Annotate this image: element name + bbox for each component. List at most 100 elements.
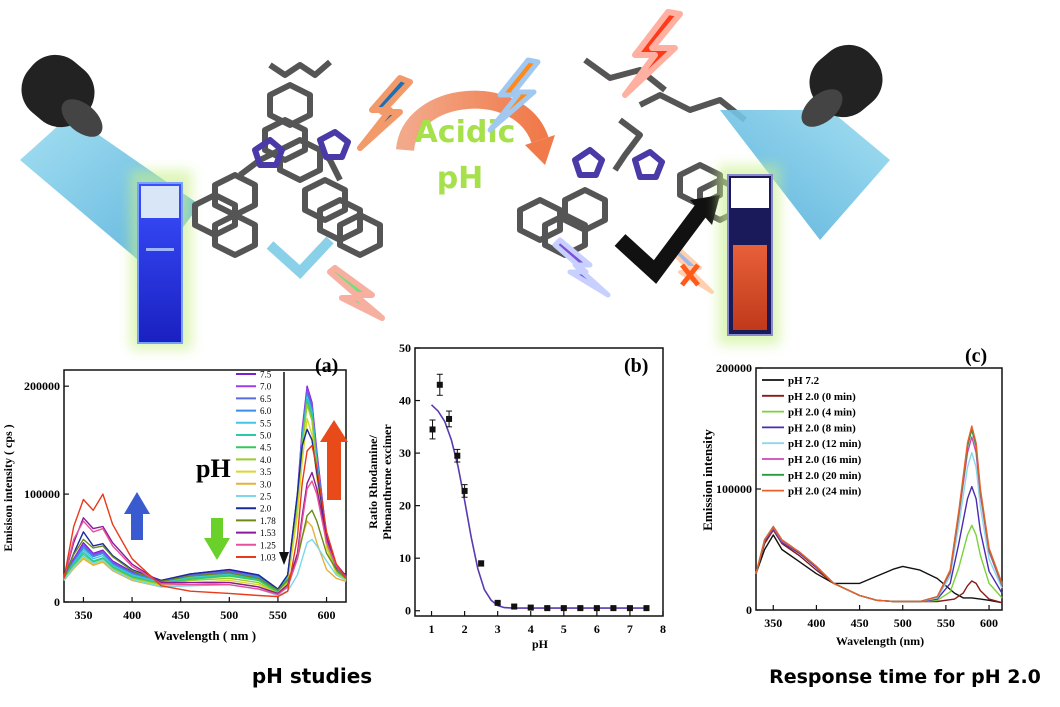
x-tick-label: 3	[495, 622, 501, 636]
data-point	[610, 605, 617, 612]
legend-label: 3.5	[260, 467, 272, 477]
y-tick-label: 200000	[24, 379, 60, 393]
legend-label: pH 7.2	[788, 375, 820, 387]
panel-a-inline-ph-label: pH	[196, 454, 231, 483]
data-point	[544, 605, 551, 612]
x-tick-label: 5	[561, 622, 567, 636]
legend-label: 2.0	[260, 504, 272, 514]
y-tick-label: 40	[399, 394, 411, 408]
data-point	[643, 605, 650, 612]
y-tick-label: 0	[54, 595, 60, 609]
molecule-open-form	[517, 57, 747, 258]
legend-label: 1.53	[260, 528, 276, 538]
y-tick-label: 20	[399, 499, 411, 513]
lightning-icon-violet	[552, 237, 611, 298]
legend-label: 1.78	[260, 516, 276, 526]
cross-icon	[680, 263, 700, 287]
panel-a-legend: 7.57.06.56.05.55.04.54.03.53.02.52.01.78…	[236, 370, 276, 563]
arrow-up-icon-red	[320, 420, 348, 500]
legend-label: pH 2.0 (20 min)	[788, 470, 862, 482]
panel-c-y-label: Emission intensity	[700, 429, 715, 531]
x-tick-label: 500	[894, 616, 912, 630]
panel-a-x-label: Wavelength ( nm )	[154, 628, 256, 643]
panel-a-y-ticks: 0 100000 200000	[24, 379, 69, 609]
panel-c-legend: pH 7.2 pH 2.0 (0 min) pH 2.0 (4 min) pH 2.0…	[762, 375, 862, 498]
panel-b-points-group	[429, 373, 650, 612]
x-tick-label: 450	[851, 616, 869, 630]
arrow-up-icon-blue	[124, 492, 150, 540]
legend-label: 4.5	[260, 443, 272, 453]
data-point	[527, 604, 534, 611]
series-line	[755, 534, 1003, 604]
curved-arrow-icon	[396, 90, 555, 165]
panel-c-label: (c)	[965, 345, 987, 367]
panel-b-label: (b)	[624, 355, 648, 377]
data-point	[577, 605, 584, 612]
legend-label: pH 2.0 (4 min)	[788, 407, 856, 419]
x-tick-label: 600	[980, 616, 998, 630]
panel-b-y-label-line1: Ratio Rhodamine/	[366, 435, 380, 529]
series-line	[63, 471, 347, 595]
legend-label: pH 2.0 (0 min)	[788, 391, 856, 403]
uv-lamp-icon-right	[720, 44, 890, 240]
lightning-icon-blue	[357, 75, 413, 151]
panel-c-caption: Response time for pH 2.0	[769, 666, 1041, 688]
y-tick-label: 100000	[716, 482, 752, 496]
data-point	[626, 605, 633, 612]
series-line	[755, 425, 1003, 603]
y-tick-label: 50	[399, 341, 411, 355]
panel-b-plot-frame	[414, 347, 664, 617]
y-tick-label: 0	[405, 604, 411, 618]
legend-label: 5.0	[260, 431, 272, 441]
data-point	[593, 605, 600, 612]
data-point	[494, 599, 501, 606]
y-tick-label: 200000	[716, 361, 752, 375]
molecule-closed-form	[192, 59, 383, 258]
series-line	[63, 509, 347, 591]
y-tick-label: 10	[399, 551, 411, 565]
y-tick-label: 30	[399, 446, 411, 460]
x-tick-label: 600	[318, 608, 336, 622]
x-tick-label: 500	[220, 608, 238, 622]
x-tick-label: 8	[660, 622, 666, 636]
cuvette-icon-right	[718, 165, 780, 345]
legend-label: pH 2.0 (16 min)	[788, 454, 862, 466]
x-tick-label: 400	[807, 616, 825, 630]
legend-label: 5.5	[260, 418, 272, 428]
panel-b-x-label: pH	[532, 637, 549, 651]
cuvette-icon-left	[130, 170, 192, 350]
x-tick-label: 450	[172, 608, 190, 622]
legend-label: 6.5	[260, 394, 272, 404]
data-point	[511, 603, 518, 610]
x-tick-label: 550	[269, 608, 287, 622]
legend-label: 4.0	[260, 455, 272, 465]
data-point	[461, 487, 468, 494]
check-mark-icon-right	[614, 195, 720, 284]
x-tick-label: 1	[429, 622, 435, 636]
legend-label: 1.25	[260, 540, 276, 550]
panel-b-y-ticks: 0 10 20 30 40 50	[399, 341, 420, 618]
x-tick-label: 2	[462, 622, 468, 636]
panel-a-series-group	[63, 385, 347, 598]
arrow-down-icon-black	[279, 372, 289, 565]
lightning-icon-orange	[487, 57, 541, 133]
lightning-icon-green	[327, 265, 385, 321]
legend-label: pH 2.0 (8 min)	[788, 422, 856, 434]
data-point	[429, 426, 436, 433]
y-tick-label: 100000	[24, 487, 60, 501]
lightning-icon-red	[622, 9, 683, 98]
series-line	[63, 444, 347, 598]
legend-label: pH 2.0 (12 min)	[788, 438, 862, 450]
legend-label: 7.0	[260, 382, 272, 392]
data-point	[478, 560, 485, 567]
y-tick-label: 0	[746, 603, 752, 617]
panel-a-y-label: Emisison intensity ( cps )	[1, 424, 15, 551]
x-tick-label: 4	[528, 622, 534, 636]
x-tick-label: 550	[937, 616, 955, 630]
check-mark-icon-left	[266, 236, 334, 279]
